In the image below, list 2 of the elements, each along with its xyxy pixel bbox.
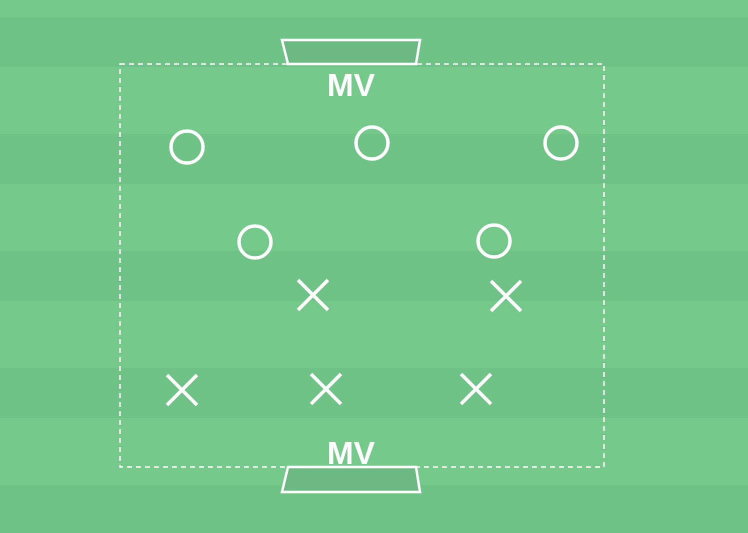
goalkeeper-label: MV bbox=[327, 436, 375, 470]
goalkeeper-label: MV bbox=[327, 68, 375, 102]
